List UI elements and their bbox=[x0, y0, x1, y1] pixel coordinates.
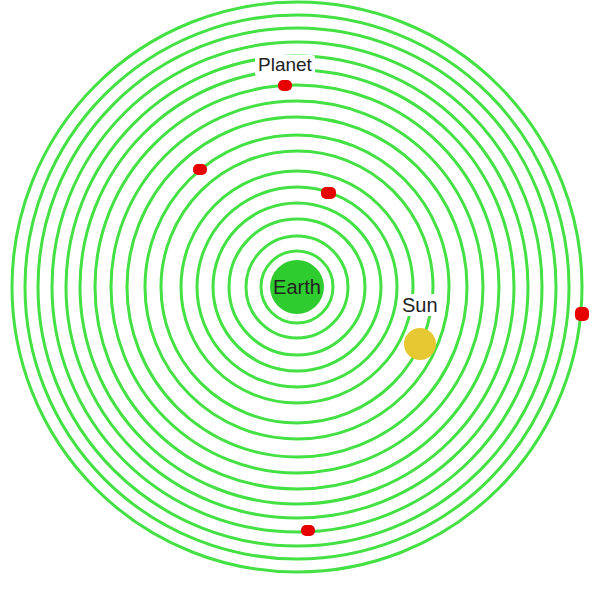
sun-label: Sun bbox=[399, 294, 441, 316]
planet-label: Planet bbox=[255, 55, 315, 76]
orbit-ring bbox=[246, 236, 348, 338]
orbit-ring bbox=[52, 42, 542, 532]
orbit-ring bbox=[25, 15, 569, 559]
earth-node: Earth bbox=[270, 260, 324, 314]
planet-dot bbox=[321, 187, 336, 199]
orbit-ring bbox=[12, 2, 582, 572]
planet-dot bbox=[301, 525, 315, 536]
sun-disc bbox=[404, 328, 436, 360]
orbit-ring bbox=[161, 151, 433, 423]
orbit-ring bbox=[229, 219, 365, 355]
orbit-ring bbox=[80, 70, 514, 504]
orbit-ring bbox=[261, 251, 333, 323]
orbit-ring bbox=[111, 101, 483, 473]
orbit-ring bbox=[145, 135, 449, 439]
earth-label: Earth bbox=[273, 276, 321, 298]
earth-disc: Earth bbox=[270, 260, 324, 314]
orbit-ring bbox=[213, 203, 381, 371]
planet-dot bbox=[278, 80, 292, 91]
orbit-ring bbox=[181, 171, 413, 403]
planet-node: Planet bbox=[255, 55, 315, 91]
sun-node: Sun bbox=[399, 294, 441, 360]
planet-dot bbox=[575, 307, 589, 321]
orbit-ring bbox=[66, 56, 528, 518]
orbit-ring bbox=[197, 187, 397, 387]
orbit-ring bbox=[127, 117, 467, 457]
orbit-ring bbox=[95, 85, 499, 489]
planet-dot bbox=[193, 164, 207, 175]
orbit-ring bbox=[38, 28, 556, 546]
